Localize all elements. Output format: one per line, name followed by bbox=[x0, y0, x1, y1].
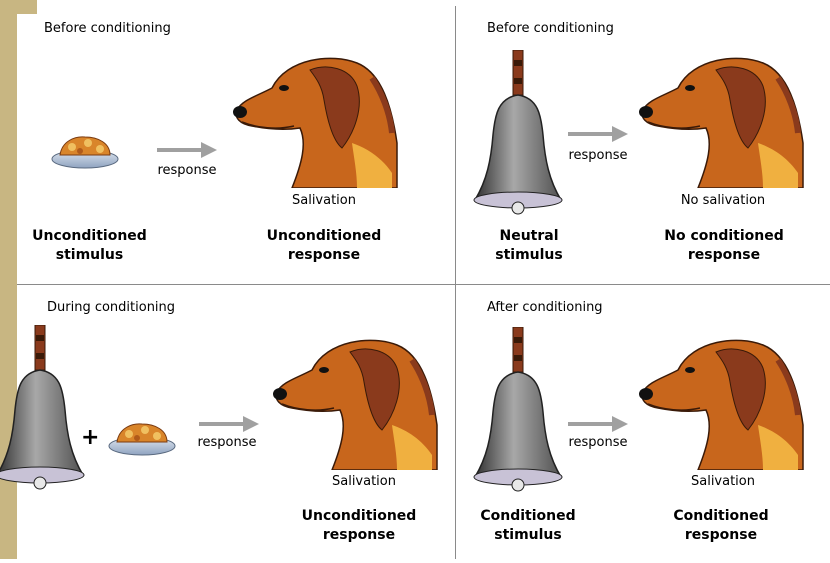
arrow-label: response bbox=[558, 148, 638, 163]
arrow-icon bbox=[568, 126, 628, 142]
response-label: No conditioned response bbox=[644, 227, 804, 265]
food-bowl-icon bbox=[107, 418, 177, 458]
dog-icon bbox=[272, 330, 442, 470]
response-label: Unconditioned response bbox=[284, 507, 434, 545]
arrow-label: response bbox=[558, 435, 638, 450]
panel-after-conditioning: After conditioning response Salivation C… bbox=[456, 285, 830, 563]
dog-icon bbox=[232, 48, 402, 188]
food-bowl-icon bbox=[50, 131, 120, 171]
panel-heading: Before conditioning bbox=[44, 21, 171, 36]
dog-icon bbox=[638, 330, 808, 470]
plus-sign: + bbox=[81, 425, 99, 450]
bell-icon bbox=[0, 325, 85, 495]
arrow-label: response bbox=[187, 435, 267, 450]
stimulus-label: Unconditioned stimulus bbox=[17, 227, 162, 265]
result-label: No salivation bbox=[663, 193, 783, 208]
stimulus-label: Neutral stimulus bbox=[474, 227, 584, 265]
result-label: Salivation bbox=[304, 474, 424, 489]
arrow-label: response bbox=[147, 163, 227, 178]
result-label: Salivation bbox=[663, 474, 783, 489]
stimulus-label: Conditioned stimulus bbox=[468, 507, 588, 545]
response-label: Unconditioned response bbox=[249, 227, 399, 265]
arrow-icon bbox=[568, 416, 628, 432]
arrow-icon bbox=[190, 416, 268, 432]
arrow-icon bbox=[157, 142, 217, 158]
bell-icon bbox=[473, 50, 563, 220]
panel-heading: Before conditioning bbox=[487, 21, 614, 36]
panel-heading: After conditioning bbox=[487, 300, 603, 315]
result-label: Salivation bbox=[264, 193, 384, 208]
panel-during-conditioning: During conditioning + response Salivatio… bbox=[17, 285, 455, 563]
bell-icon bbox=[473, 327, 563, 497]
response-label: Conditioned response bbox=[651, 507, 791, 545]
panel-before-conditioning-food: Before conditioning response Salivation … bbox=[17, 6, 455, 284]
panel-before-conditioning-bell: Before conditioning response No salivati… bbox=[456, 6, 830, 284]
dog-icon bbox=[638, 48, 808, 188]
panel-heading: During conditioning bbox=[47, 300, 175, 315]
